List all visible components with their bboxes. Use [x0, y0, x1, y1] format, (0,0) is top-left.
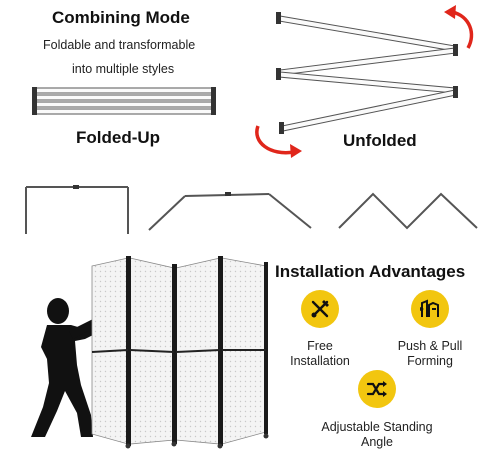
rotate-arrow-bottom-icon — [255, 125, 302, 158]
pegboard-panels-illustration — [91, 256, 269, 449]
rotate-arrow-top-icon — [444, 5, 474, 49]
advantage-1-line1: Free — [307, 339, 333, 353]
advantage-3-line2: Angle — [361, 435, 393, 449]
shuffle-icon — [366, 381, 387, 397]
frame-shape-zigzag — [338, 192, 478, 230]
advantage-2-text: Push & Pull Forming — [387, 339, 473, 369]
advantage-1-text: Free Installation — [278, 339, 362, 369]
advantage-2-line1: Push & Pull — [397, 339, 463, 353]
frame-shape-angled — [148, 192, 312, 231]
installation-advantages-title: Installation Advantages — [275, 262, 466, 281]
advantage-3-line1: Adjustable Standing — [321, 420, 433, 434]
frame-shape-straight — [25, 185, 129, 234]
advantage-1-line2: Installation — [290, 354, 350, 368]
tools-icon — [311, 300, 329, 318]
push-pull-icon — [420, 299, 439, 317]
person-pushing-silhouette — [31, 298, 105, 437]
combining-subtitle-line2: into multiple styles — [72, 62, 175, 76]
advantage-2-line2: Forming — [407, 354, 453, 368]
advantage-3-text: Adjustable Standing Angle — [310, 420, 444, 450]
advantage-2-badge — [411, 290, 449, 328]
combining-subtitle-line1: Foldable and transformable — [43, 38, 196, 52]
combining-mode-title: Combining Mode — [52, 8, 190, 27]
folded-up-label: Folded-Up — [76, 128, 161, 147]
unfolded-label: Unfolded — [343, 131, 417, 150]
unfolded-poles-illustration — [276, 12, 458, 134]
advantage-3-badge — [358, 370, 396, 408]
folded-poles-illustration — [32, 87, 216, 115]
advantage-1-badge — [301, 290, 339, 328]
